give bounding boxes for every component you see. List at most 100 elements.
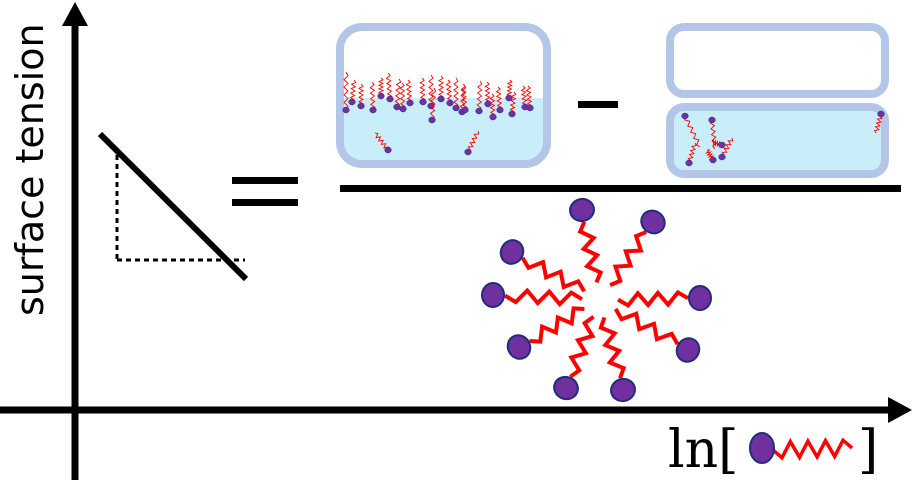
head <box>553 375 579 401</box>
head <box>461 106 469 114</box>
x-axis-label-prefix: ln[ <box>668 420 739 480</box>
tail <box>343 71 349 111</box>
surfactant-molecule <box>419 77 427 106</box>
container-bulk-water <box>666 103 889 178</box>
tail <box>405 79 413 104</box>
head <box>499 239 525 265</box>
head <box>718 141 726 149</box>
surfactant-molecule <box>525 85 534 112</box>
tail <box>476 80 483 112</box>
surfactant-molecule <box>873 110 885 134</box>
surfactant-molecule <box>348 79 357 106</box>
surfactant-molecule <box>428 87 437 124</box>
tail <box>520 85 528 108</box>
tail <box>385 72 393 100</box>
tail <box>484 81 491 105</box>
micelle-surfactant <box>569 197 604 284</box>
tail <box>509 91 517 115</box>
y-axis-label: surface tension <box>8 23 52 316</box>
y-axis-arrow-icon <box>62 2 88 26</box>
slope-triangle-icon <box>97 131 249 282</box>
head <box>506 334 532 360</box>
equals-icon <box>232 177 298 206</box>
surfactant-molecule <box>377 77 385 100</box>
micelle-surfactant <box>598 316 636 403</box>
surfactant-molecule <box>685 142 697 167</box>
container-air-empty <box>666 23 889 98</box>
head <box>399 105 407 113</box>
tail <box>495 86 503 111</box>
surfactant-molecule <box>369 81 377 114</box>
surfactant-molecule <box>374 132 392 154</box>
surfactant-molecule <box>718 137 734 161</box>
surfactant-molecule <box>342 71 350 114</box>
tail <box>429 87 437 121</box>
surfactant-molecule <box>475 80 483 115</box>
tail <box>459 84 467 113</box>
head <box>475 107 483 115</box>
head <box>496 106 504 114</box>
head <box>709 156 717 164</box>
container-interface <box>336 23 551 168</box>
head <box>708 116 716 124</box>
head <box>348 98 356 106</box>
head <box>508 110 516 118</box>
surfactant-molecule <box>484 81 492 108</box>
tail <box>438 75 444 100</box>
head <box>480 282 506 308</box>
tail <box>374 132 389 151</box>
head <box>505 94 513 102</box>
head <box>386 95 394 103</box>
micelle-surfactant <box>613 307 701 363</box>
head <box>452 104 460 112</box>
minus-icon <box>578 101 618 108</box>
head <box>877 110 885 118</box>
head <box>489 113 497 121</box>
head <box>419 98 427 106</box>
surfactant-molecule <box>385 72 394 103</box>
head <box>464 148 472 156</box>
micelle-surfactant <box>553 315 596 401</box>
head <box>446 99 454 107</box>
surfactant-molecule <box>427 74 435 110</box>
surfactant-molecule <box>399 82 407 113</box>
surfactant-molecule <box>464 130 480 156</box>
head <box>718 153 726 161</box>
head <box>369 106 377 114</box>
tail <box>394 78 402 108</box>
tail <box>873 113 883 134</box>
tail <box>358 83 364 107</box>
x-axis-arrow-icon <box>888 397 912 423</box>
head <box>640 209 666 235</box>
x-axis-label-suffix: ] <box>858 420 879 480</box>
surfactant-molecule <box>437 75 445 103</box>
tail <box>467 130 480 153</box>
head <box>437 95 445 103</box>
surfactant-molecule <box>357 83 365 110</box>
surfactant-molecule <box>405 79 414 107</box>
tail <box>399 82 406 110</box>
surfactant-molecule <box>681 112 701 148</box>
surfactant-molecule <box>495 86 504 114</box>
tail <box>445 79 453 104</box>
tail <box>489 93 496 118</box>
head <box>393 103 401 111</box>
surfactant-molecule <box>711 139 726 149</box>
y-axis <box>62 2 88 480</box>
tail <box>687 142 697 164</box>
head <box>427 102 435 110</box>
tail <box>428 74 434 107</box>
tail <box>721 137 734 158</box>
x-axis <box>0 397 912 423</box>
head <box>357 102 365 110</box>
head <box>681 112 689 120</box>
tail <box>525 85 533 109</box>
head <box>569 197 595 223</box>
head <box>342 106 350 114</box>
micelle-surfactant <box>480 282 584 308</box>
head <box>406 99 414 107</box>
head <box>484 100 492 108</box>
head <box>428 116 436 124</box>
head <box>685 159 693 167</box>
